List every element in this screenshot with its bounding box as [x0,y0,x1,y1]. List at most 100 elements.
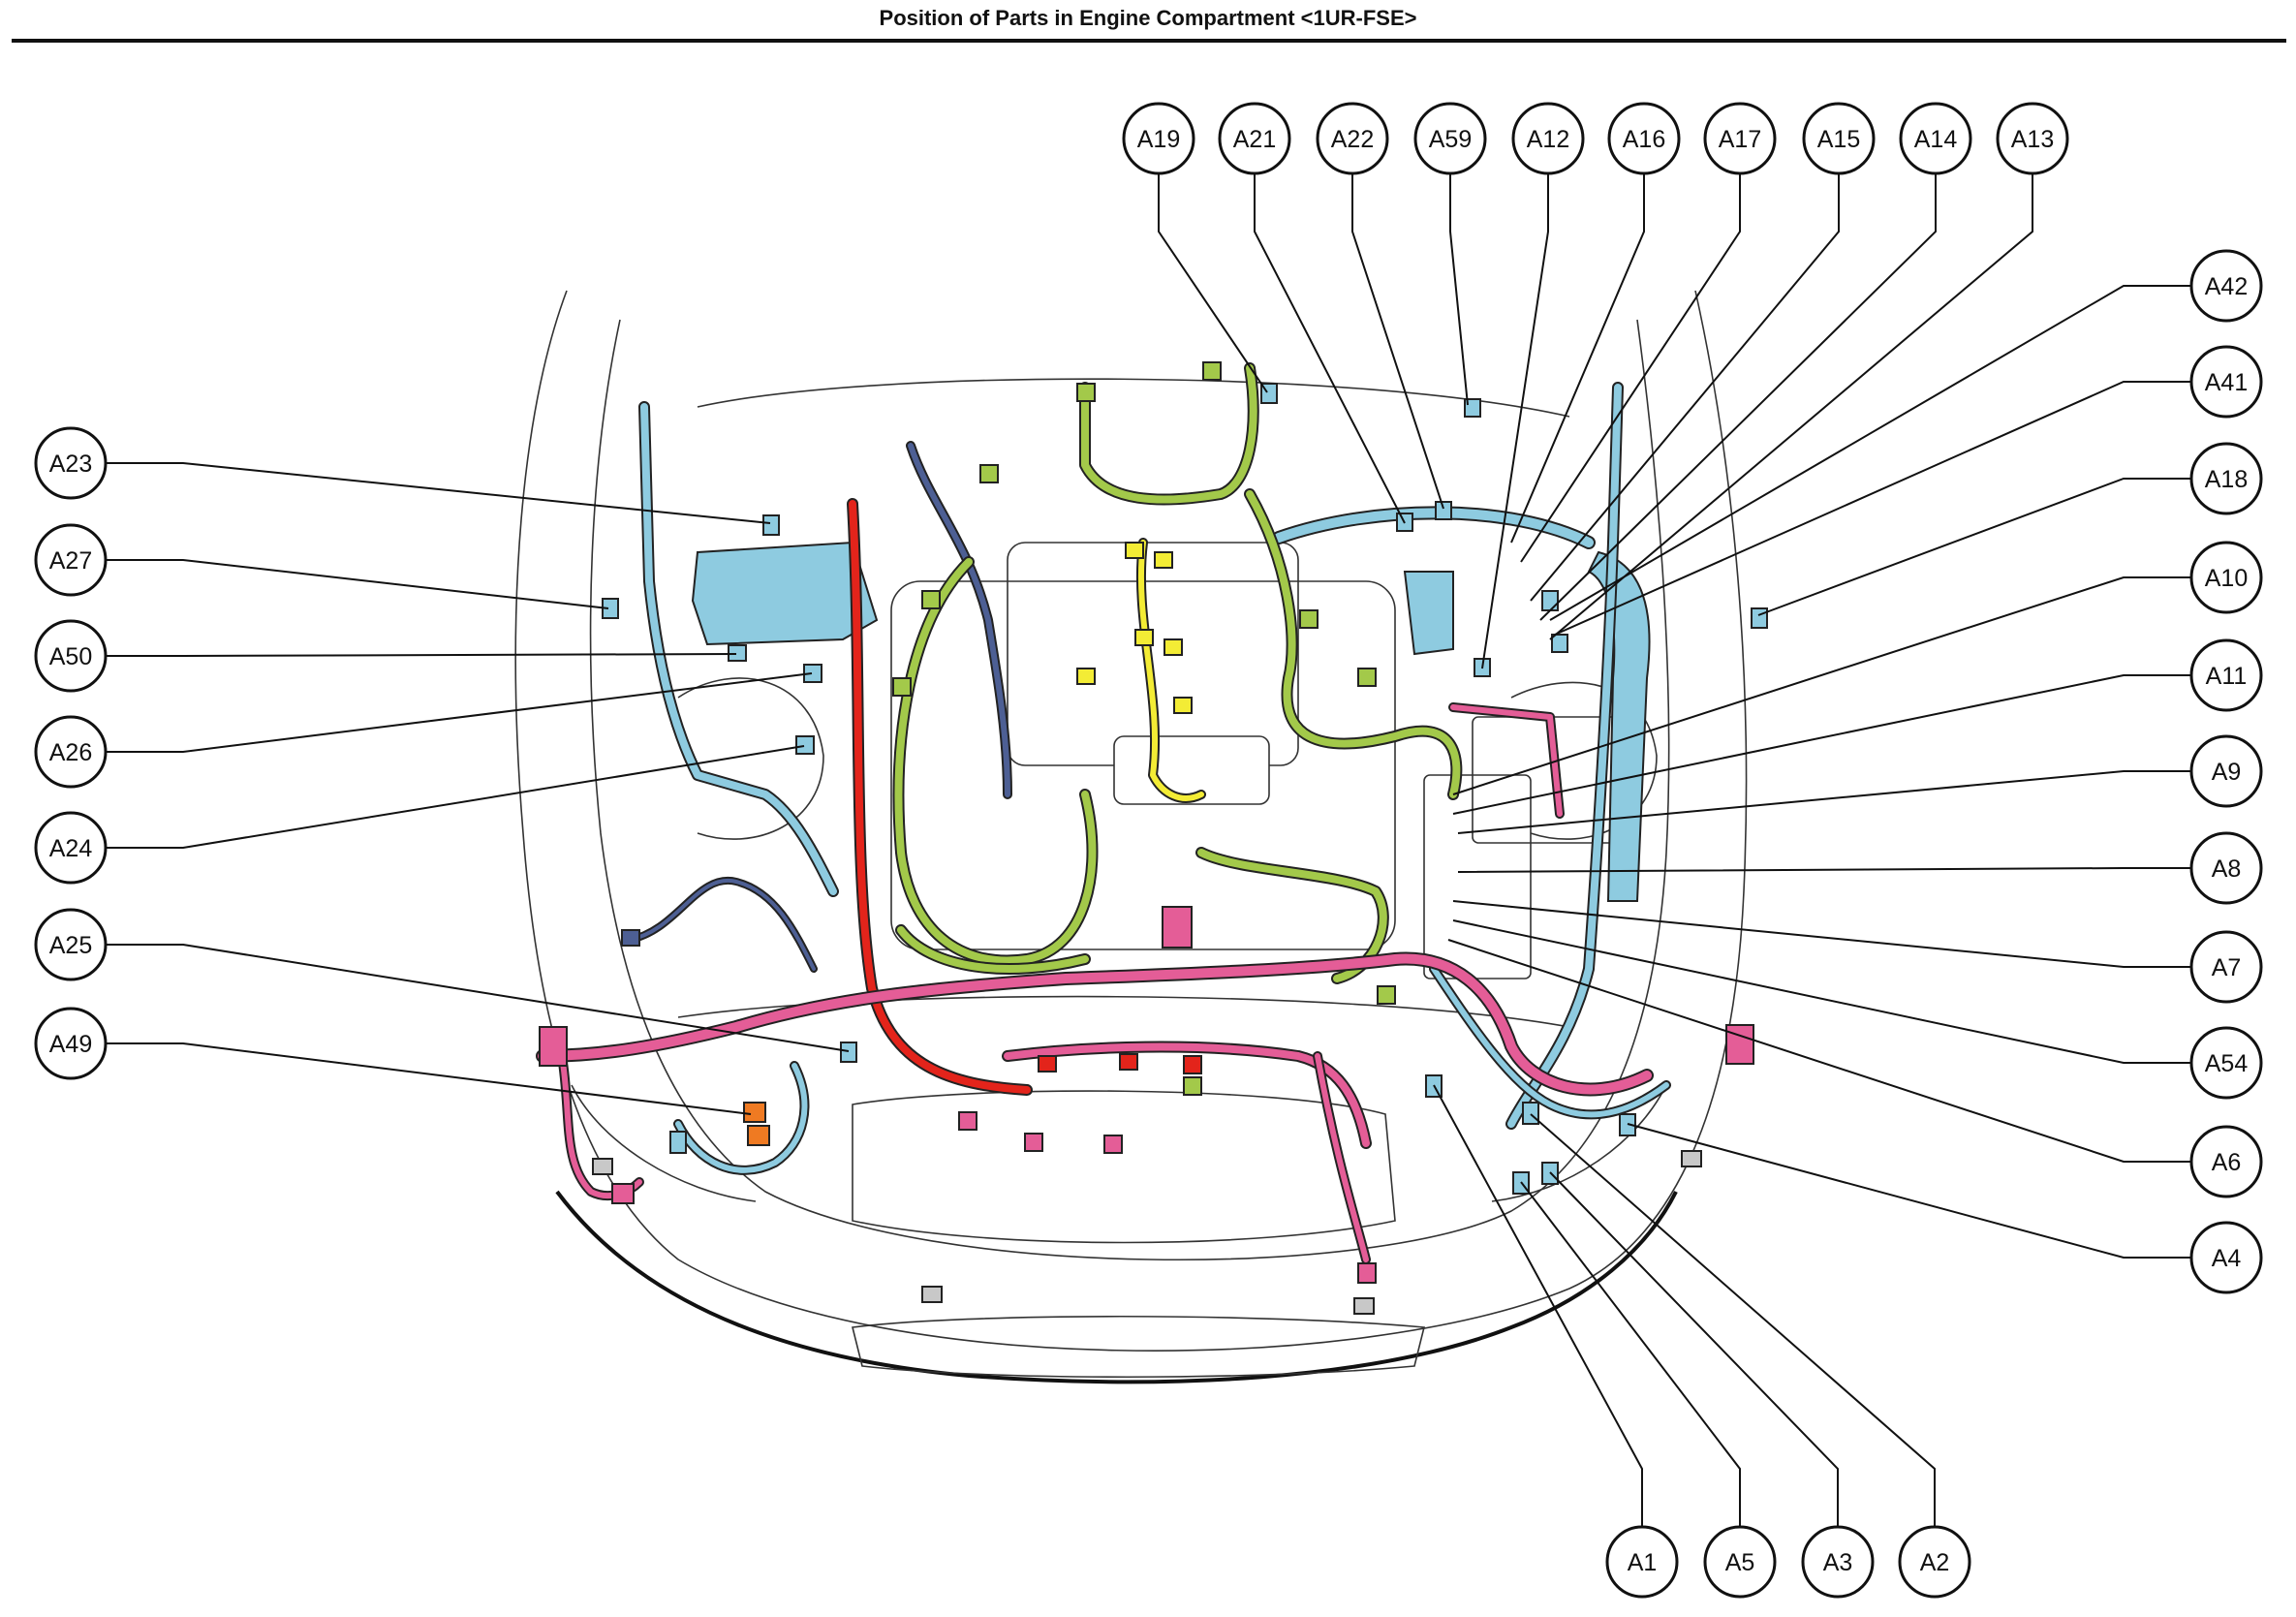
harness-blue-bottom-right-stroke [1429,964,1671,1120]
callout-label: A9 [2212,759,2242,786]
callout-a1: A1 [1605,1525,1679,1599]
callout-label: A17 [1719,126,1761,153]
callout-a17: A17 [1703,102,1777,175]
connector-yellow [1134,629,1154,646]
connector-blue [621,929,640,947]
leader-line-a24 [106,745,805,849]
leader-line-a23 [106,462,771,524]
callout-label: A14 [1914,126,1958,153]
harness-blue-front-fill [1274,508,1594,547]
leader-line-a8 [1457,867,2191,873]
callout-circle [1316,102,1389,175]
callout-label: A23 [49,451,92,478]
callout-label: A13 [2011,126,2054,153]
callout-circle [34,426,108,500]
callout-a54: A54 [2189,1026,2263,1100]
harness-blue-left [640,403,837,895]
connector-pink [611,1183,635,1204]
harness-blue-bottom-left [675,1063,808,1173]
callout-a2: A2 [1898,1525,1971,1599]
callout-a3: A3 [1801,1525,1875,1599]
leader-lines [106,173,2191,1527]
harness-blue-right [1507,384,1622,1128]
connector-pink [1024,1133,1043,1152]
callout-circle [2189,734,2263,808]
connector-green [1299,609,1319,629]
connector-green [892,677,912,697]
callout-a11: A11 [2189,638,2263,712]
leader-line-a17 [1520,173,1741,563]
connector-gray [592,1158,613,1175]
connector-gray [1681,1150,1702,1167]
callout-circle [34,715,108,789]
callout-circle [1703,102,1777,175]
harness-navy-left-stroke [626,876,818,973]
callout-circle [34,619,108,693]
callout-label: A59 [1429,126,1472,153]
connector-pink [958,1111,977,1131]
callout-circle [1802,102,1876,175]
connector-yellow [1164,638,1183,656]
connector-blue [795,735,815,755]
callout-label: A12 [1527,126,1569,153]
headlight-right [1491,1084,1667,1202]
callout-circle [2189,1026,2263,1100]
callout-label: A18 [2205,466,2248,493]
callout-circle [34,908,108,981]
leader-line-a16 [1510,173,1645,544]
connector-green [1357,668,1377,687]
callout-circle [2189,638,2263,712]
leader-line-a1 [1433,1084,1643,1527]
connector-green [1183,1076,1202,1096]
callout-a5: A5 [1703,1525,1777,1599]
connector-blue [1751,607,1768,629]
callout-circle [1511,102,1585,175]
callout-label: A27 [49,547,92,575]
callout-circle [34,1007,108,1080]
connector-gray [1353,1297,1375,1315]
leader-line-a19 [1158,173,1268,393]
front-bumper-lip [555,1190,1678,1384]
callout-a22: A22 [1316,102,1389,175]
engine-assembly [890,542,1619,980]
leader-line-a21 [1254,173,1406,524]
callout-circle [2189,930,2263,1004]
callout-a18: A18 [2189,442,2263,515]
callout-circle [2189,1221,2263,1294]
callout-circle [34,523,108,597]
left-strut-tower [677,677,824,840]
callout-a6: A6 [2189,1125,2263,1198]
leader-line-a6 [1447,939,2191,1163]
connector-blue [1522,1102,1539,1125]
leader-line-a5 [1520,1181,1741,1527]
leader-line-a59 [1449,173,1469,406]
connector-blue [840,1042,857,1063]
callout-a10: A10 [2189,541,2263,614]
connector-blue [1551,634,1568,653]
connector-green [1202,361,1222,381]
callout-circle [1218,102,1291,175]
connector-orange [747,1125,770,1146]
callout-a21: A21 [1218,102,1291,175]
connector-blue [1435,501,1452,520]
callout-a59: A59 [1413,102,1487,175]
callout-label: A8 [2212,855,2242,883]
callout-a27: A27 [34,523,108,597]
callout-circle [2189,541,2263,614]
callout-label: A49 [49,1031,92,1058]
harness-pink-right [1450,704,1563,817]
callout-a13: A13 [1996,102,2069,175]
callout-a16: A16 [1607,102,1681,175]
leader-line-a2 [1530,1113,1936,1527]
callout-circle [1996,102,2069,175]
callout-label: A4 [2212,1245,2242,1272]
connector-green [979,464,999,483]
callout-label: A7 [2212,954,2242,981]
lower-intake [852,1315,1426,1379]
harness-navy-left [628,878,816,971]
body-inner-outline [589,319,1670,1260]
page-title: Position of Parts in Engine Compartment … [879,6,1417,30]
harness-navy [908,443,1010,797]
callout-label: A10 [2205,565,2248,592]
